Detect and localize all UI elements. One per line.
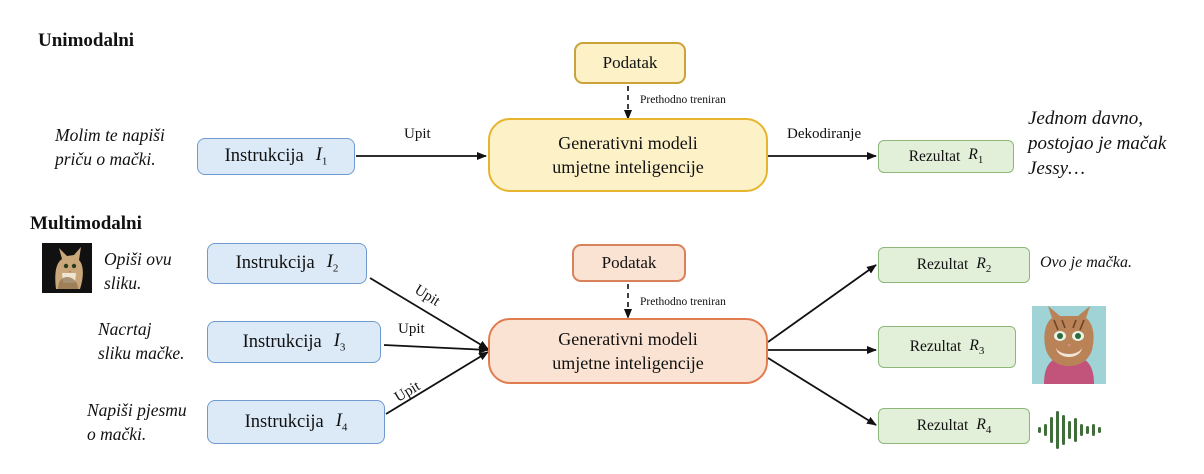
output-line: Jednom davno,	[1028, 108, 1144, 129]
output-line: postojao je mačak	[1028, 133, 1167, 154]
uni-data-box: Podatak	[574, 42, 686, 84]
uni-decode-label: Dekodiranje	[787, 126, 862, 142]
multi-query-label-2: Upit	[398, 321, 425, 337]
uni-output-text: Jednom davno, postojao je mačak Jessy…	[1028, 106, 1166, 181]
uni-prompt-text: Molim te napiši priču o mački.	[55, 123, 165, 171]
cat-photo-icon	[42, 243, 92, 293]
multi-result-box-2: Rezultat R2	[878, 247, 1030, 283]
audio-waveform-icon	[1036, 411, 1106, 449]
multimodal-title: Multimodalni	[30, 213, 142, 234]
multi-query-arrow-3	[385, 351, 489, 415]
multi-query-arrow-1	[369, 277, 489, 350]
multi-result-box-3: Rezultat R3	[878, 326, 1016, 368]
result-label: Rezultat	[908, 147, 961, 165]
multi-result-box-4: Rezultat R4	[878, 408, 1030, 444]
multi-prompt-3: Napiši pjesmu o mački.	[87, 398, 187, 446]
output-line: Jessy…	[1028, 158, 1085, 179]
prompt-line: sliku mačke.	[98, 343, 185, 363]
model-line: Generativni modeli	[558, 133, 698, 153]
multi-instruction-box-2: Instrukcija I2	[207, 243, 367, 284]
multi-model-box: Generativni modeli umjetne inteligencije	[488, 318, 768, 384]
model-line: Generativni modeli	[558, 329, 698, 349]
multi-prompt-1: Opiši ovu sliku.	[104, 247, 172, 295]
uni-query-label: Upit	[404, 126, 431, 142]
model-line: umjetne inteligencije	[552, 157, 704, 177]
model-line: umjetne inteligencije	[552, 353, 704, 373]
prompt-line: Napiši pjesmu	[87, 400, 187, 420]
result-symbol: R4	[976, 415, 992, 437]
instruction-symbol: I3	[333, 330, 346, 354]
multi-query-arrow-2	[383, 344, 489, 354]
result-label: Rezultat	[916, 256, 969, 273]
instruction-symbol: I4	[335, 410, 348, 434]
instruction-label: Instrukcija	[224, 146, 304, 166]
multi-instruction-box-3: Instrukcija I3	[207, 321, 381, 363]
instruction-label: Instrukcija	[242, 331, 322, 352]
unimodal-title: Unimodalni	[38, 30, 135, 51]
uni-result-box: Rezultat R1	[878, 140, 1014, 173]
prompt-line: o mački.	[87, 424, 147, 444]
multi-output-text: Ovo je mačka.	[1040, 254, 1132, 271]
multi-prompt-2: Nacrtaj sliku mačke.	[98, 317, 185, 365]
instruction-label: Instrukcija	[244, 411, 324, 432]
uni-instruction-box: Instrukcija I1	[197, 138, 355, 175]
instruction-symbol: I1	[315, 145, 328, 168]
cat-illustration-icon	[1032, 306, 1106, 384]
prompt-line: Nacrtaj	[98, 319, 152, 339]
uni-pretrained-label: Prethodno treniran	[640, 94, 726, 106]
result-symbol: R2	[976, 254, 992, 276]
uni-prompt-line: Molim te napiši	[55, 125, 165, 145]
instruction-symbol: I2	[326, 252, 339, 275]
result-symbol: R1	[968, 146, 984, 167]
result-label: Rezultat	[909, 338, 962, 355]
instruction-label: Instrukcija	[235, 253, 315, 273]
uni-model-box: Generativni modeli umjetne inteligencije	[488, 118, 768, 192]
multi-result-arrow-3	[767, 357, 877, 426]
result-label: Rezultat	[916, 417, 969, 434]
multi-pretrained-label: Prethodno treniran	[640, 296, 726, 308]
prompt-line: sliku.	[104, 273, 142, 293]
multi-data-box: Podatak	[572, 244, 686, 282]
multi-result-arrow-1	[767, 264, 877, 343]
multi-instruction-box-4: Instrukcija I4	[207, 400, 385, 444]
prompt-line: Opiši ovu	[104, 249, 172, 269]
uni-prompt-line: priču o mački.	[55, 149, 156, 169]
result-symbol: R3	[969, 336, 985, 358]
